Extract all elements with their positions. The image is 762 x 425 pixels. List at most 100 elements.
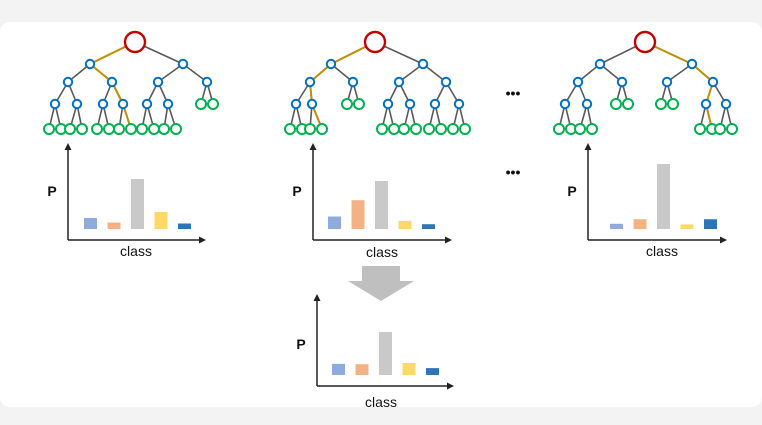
internal-node [594,58,606,70]
tree-1-nodes [43,30,219,135]
leaf-node [398,123,410,135]
internal-node [453,98,465,110]
x-axis-label: class [120,243,152,259]
leaf-node [158,123,170,135]
y-axis-arrowhead [309,143,317,150]
tree-1 [43,30,219,135]
bar-4 [402,362,416,375]
leaf-node [316,123,328,135]
y-axis-label: P [296,336,305,352]
leaf-node [553,123,565,135]
root-node [633,30,657,54]
x-axis-arrowhead [445,236,452,244]
internal-node [382,98,394,110]
y-axis-arrowhead [313,294,321,301]
internal-node [62,76,74,88]
internal-node [141,98,153,110]
bar-3 [657,164,670,229]
root-node [363,30,387,54]
internal-node [707,76,719,88]
y-axis-label: P [567,183,576,199]
internal-node [97,98,109,110]
bar-2 [107,222,121,229]
leaf-node [64,123,76,135]
internal-node [106,76,118,88]
internal-node [440,76,452,88]
internal-node [162,98,174,110]
bar-5 [704,219,717,229]
bar-1 [332,363,345,375]
leaf-node [714,123,726,135]
internal-node [661,76,673,88]
bar-4 [154,212,168,229]
tree-3 [553,30,738,135]
bar-3 [131,179,144,229]
y-axis-label: P [47,183,56,199]
internal-node [325,58,337,70]
trees-layer [43,30,738,135]
internal-node [559,98,571,110]
x-axis-arrowhead [199,236,206,244]
leaf-node [574,123,586,135]
internal-node [117,98,129,110]
internal-node [686,58,698,70]
x-axis-arrowhead [447,382,454,390]
internal-node [572,76,584,88]
leaf-node [622,98,634,110]
bar-5 [426,368,439,375]
internal-node [304,76,316,88]
internal-node [347,76,359,88]
leaf-node [43,123,55,135]
leaf-node [341,98,353,110]
bar-5 [422,224,435,229]
leaf-node [694,123,706,135]
leaf-node [667,98,679,110]
internal-node [700,98,712,110]
internal-node [201,76,213,88]
internal-node [71,98,83,110]
tree-3-nodes [553,30,738,135]
y-axis-arrowhead [64,143,72,150]
leaf-node [353,98,365,110]
x-axis-label: class [365,394,397,410]
internal-node [177,58,189,70]
leaf-node [125,123,137,135]
leaf-node [304,123,316,135]
leaf-node [113,123,125,135]
ellipsis-charts: ••• [506,164,521,180]
bar-1 [84,218,97,229]
leaf-node [207,98,219,110]
leaf-node [410,123,422,135]
leaf-node [435,123,447,135]
bar-2 [351,200,365,229]
leaf-node [103,123,115,135]
bar-1 [328,216,341,229]
leaf-node [170,123,182,135]
x-axis-arrowhead [720,236,727,244]
leaf-node [284,123,296,135]
leaf-node [459,123,471,135]
leaf-node [655,98,667,110]
merge-arrow [348,266,414,301]
internal-node [720,98,732,110]
internal-node [417,58,429,70]
x-axis-label: class [366,244,398,260]
internal-node [404,98,416,110]
internal-node [49,98,61,110]
leaf-node [447,123,459,135]
bar-4 [680,224,694,229]
internal-node [306,98,318,110]
bar-3 [379,332,392,375]
internal-node [581,98,593,110]
leaf-node [423,123,435,135]
leaf-node [76,123,88,135]
leaf-node [195,98,207,110]
leaf-node [586,123,598,135]
internal-node [84,58,96,70]
leaf-node [148,123,160,135]
